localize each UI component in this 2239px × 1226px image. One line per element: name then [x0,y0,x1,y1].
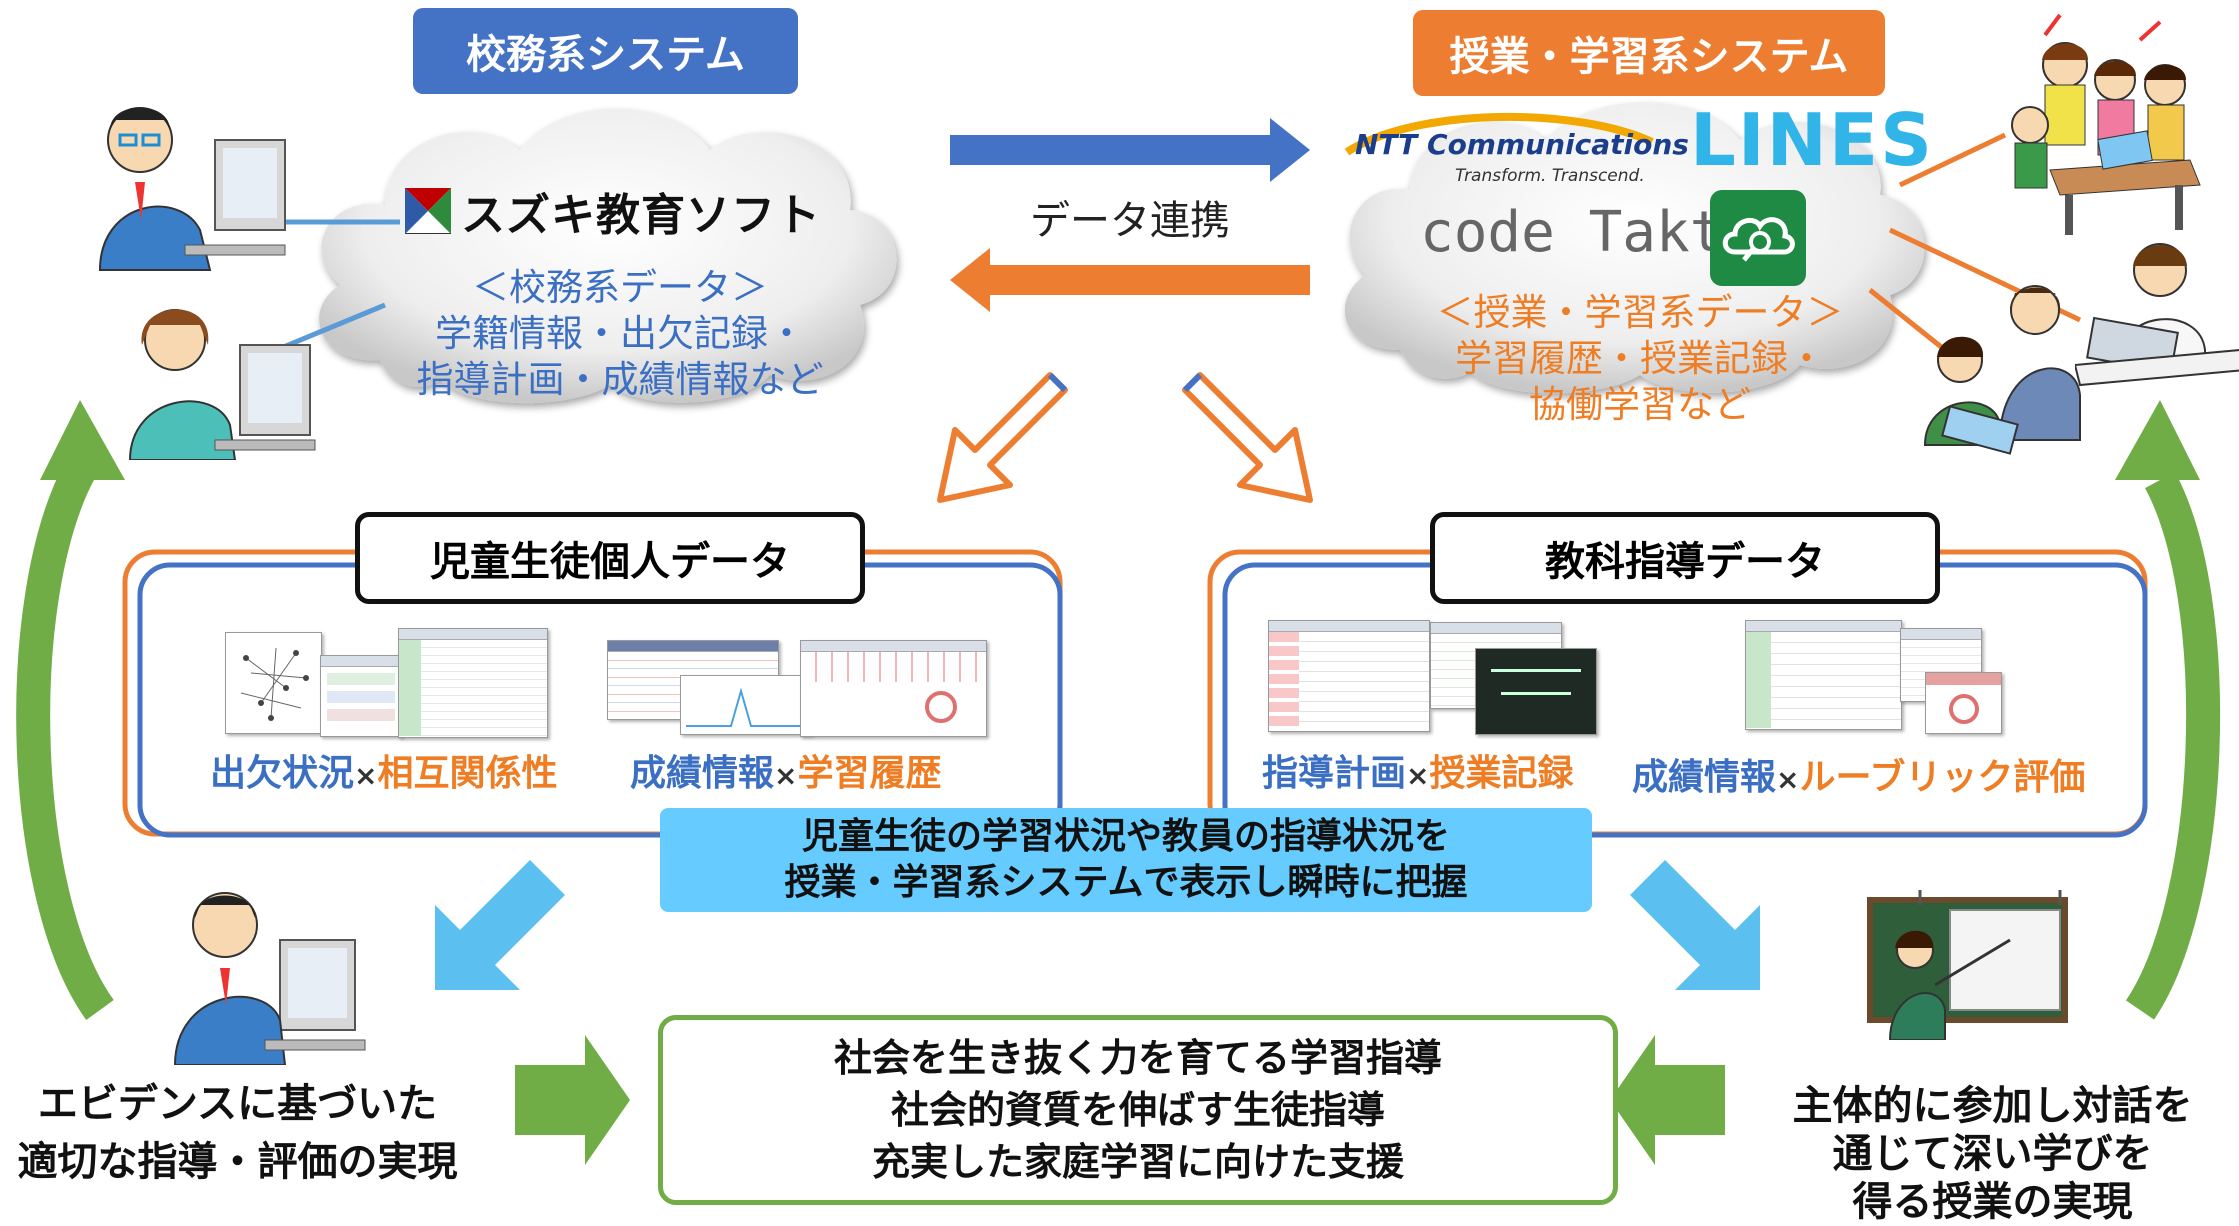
suzuki-logo-text: スズキ教育ソフト [461,190,821,241]
lesson-plan-label: 指導計画 [1262,753,1407,794]
learning-data-line2: 協働学習など [1529,383,1751,426]
times-symbol: × [354,759,378,792]
learning-system-label: 授業・学習系システム [1413,10,1885,96]
right-caption-1: 指導計画×授業記録 [1262,744,1574,796]
arrow-left-orange [950,248,1310,312]
grade-info-label-right: 成績情報 [1632,757,1777,798]
school-data-line2: 指導計画・成績情報など [416,358,824,401]
lesson-record-label: 授業記録 [1429,753,1574,794]
rubric-chart-thumbnail [1925,672,2002,734]
arrow-right-blue [950,118,1310,182]
arrow-green-left [1610,1035,1725,1165]
school-data-text: ＜校務系データ＞ 学籍情報・出欠記録・ 指導計画・成績情報など [395,265,845,403]
left-caption-2: 成績情報×学習履歴 [630,744,942,796]
left-outcome-line1: エビデンスに基づいた [37,1081,438,1127]
students-group-illustration [2011,13,2201,235]
arrow-light-blue-left [435,860,565,990]
goal-line3: 充実した家庭学習に向けた支援 [871,1140,1404,1184]
arrow-down-left-hollow [937,372,1068,503]
female-teacher-at-computer-illustration [128,309,316,460]
goal-line2: 社会的資質を伸ばす生徒指導 [890,1088,1385,1132]
ntt-swoosh-icon [1344,112,1654,156]
teacher-at-computer-illustration [98,107,286,271]
attendance-table-thumbnail [398,628,548,738]
right-outcome-line1: 主体的に参加し対話を [1792,1083,2193,1129]
banner-line2: 授業・学習系システムで表示し瞬時に把握 [784,862,1468,903]
right-outcome-line2: 通じて深い学びを [1832,1131,2153,1177]
suzuki-logo: スズキ教育ソフト [405,185,845,241]
cloud-search-app-icon [1710,190,1806,286]
relationship-graph-thumbnail [225,632,322,734]
blackboard-photo-thumbnail [1475,648,1597,735]
arrow-down-right-hollow [1182,372,1313,503]
codetakt-logo: code Takt [1420,200,1724,265]
arrow-green-curve-right [2125,471,2221,1020]
right-panel-title: 教科指導データ [1430,512,1940,604]
arrow-light-blue-right [1630,860,1760,990]
times-symbol: × [774,759,798,792]
school-data-title: ＜校務系データ＞ [472,266,768,309]
student-with-tablet-illustration [2075,243,2239,387]
right-outcome: 主体的に参加し対話を 通じて深い学びを 得る授業の実現 [1755,1082,2230,1226]
times-symbol: × [1776,763,1800,796]
rubric-evaluation-label: ルーブリック評価 [1799,757,2086,798]
school-data-line1: 学籍情報・出欠記録・ [435,312,805,355]
teacher-and-student-tablet-illustration [1923,285,2081,455]
relationship-label: 相互関係性 [377,753,558,794]
right-outcome-line3: 得る授業の実現 [1852,1179,2133,1225]
student-cards-thumbnail [320,655,402,737]
teacher-at-blackboard-illustration [1867,890,2068,1040]
school-system-label: 校務系システム [413,8,798,94]
arrow-green-curve-left [16,461,114,1020]
rubric-table-thumbnail [1745,620,1902,730]
teacher-evaluating-illustration [173,892,366,1065]
ntt-logo-text: NTT Communications [1355,128,1689,161]
school-cloud [319,108,897,404]
times-symbol: × [1406,759,1430,792]
lesson-plan-thumbnail [1268,620,1430,732]
ntt-tagline: Transform. Transcend. [1455,166,1645,186]
suzuki-logo-icon [405,188,451,234]
grade-info-label: 成績情報 [630,753,775,794]
learning-cloud [1344,102,1925,394]
learning-history-label: 学習履歴 [797,753,942,794]
learning-history-chart-thumbnail [680,675,812,735]
learning-data-text: ＜授業・学習系データ＞ 学習履歴・授業記録・ 協働学習など [1410,290,1870,428]
lines-logo: LINES [1690,98,1934,182]
arrow-green-right [515,1035,630,1165]
score-sheet-thumbnail [800,640,987,737]
status-overview-banner: 児童生徒の学習状況や教員の指導状況を 授業・学習系システムで表示し瞬時に把握 [660,808,1592,912]
learning-data-line1: 学習履歴・授業記録・ [1455,337,1825,380]
attendance-status-label: 出欠状況 [210,753,355,794]
goals-box: 社会を生き抜く力を育てる学習指導 社会的資質を伸ばす生徒指導 充実した家庭学習に… [658,1015,1618,1205]
left-outcome-line2: 適切な指導・評価の実現 [17,1139,458,1185]
learning-data-title: ＜授業・学習系データ＞ [1436,291,1844,334]
right-caption-2: 成績情報×ルーブリック評価 [1632,748,2085,800]
banner-line1: 児童生徒の学習状況や教員の指導状況を [801,816,1450,857]
data-link-label: データ連携 [1030,198,1230,244]
ntt-logo: NTT Communications Transform. Transcend. [1344,112,1689,186]
left-panel-title: 児童生徒個人データ [355,512,865,604]
left-outcome: エビデンスに基づいた 適切な指導・評価の実現 [0,1075,475,1191]
rubric-detail-thumbnail [1900,628,1982,702]
goal-line1: 社会を生き抜く力を育てる学習指導 [833,1036,1442,1080]
left-caption-1: 出欠状況×相互関係性 [210,744,558,796]
